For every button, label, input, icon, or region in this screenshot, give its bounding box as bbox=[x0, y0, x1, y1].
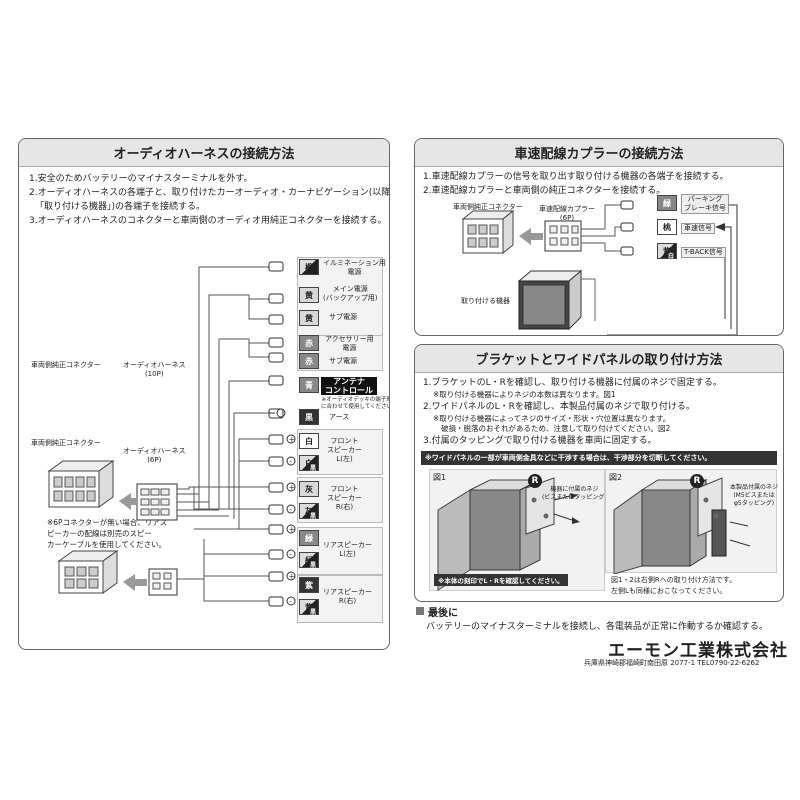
antenna-note: ※オーディオデッキの端子形状 に合わせて使用してください。 bbox=[321, 397, 390, 410]
wire-label-main-power: メイン電源 (バックアップ用) bbox=[323, 285, 378, 302]
bracket-panel: ブラケットとワイドパネルの取り付け方法 1.ブラケットのL・Rを確認し、取り付け… bbox=[414, 344, 784, 602]
wire-color-gray: 灰 bbox=[299, 481, 319, 497]
speed-wire-sub-white: 白 bbox=[668, 253, 675, 260]
figure-1-label: 図1 bbox=[433, 473, 447, 482]
6p-note: ※6Pコネクターが無い場合、リアス ピーカーの配線は別売のスピー カーケーブルを… bbox=[47, 518, 168, 549]
wire-label-acc-power: アクセサリー用 電源 bbox=[325, 335, 374, 352]
last-section-marker bbox=[416, 607, 424, 615]
figure-1-drawing bbox=[437, 477, 580, 591]
figure-2-r-mark: R bbox=[690, 474, 704, 488]
svg-text:-: - bbox=[289, 550, 292, 559]
wire-color-purple: 紫 bbox=[299, 577, 319, 593]
audio-step-2a: 2.オーディオハーネスの各端子と、取り付けたカーオーディオ・カーナビゲーション(… bbox=[29, 188, 390, 198]
speed-label-parking: パーキング ブレーキ信号 bbox=[681, 194, 729, 214]
speed-wire-purple-white: 紫 bbox=[657, 243, 677, 259]
wire-sub-black-rear-r: 黒 bbox=[310, 609, 317, 616]
audio-harness-title: オーディオハーネスの接続方法 bbox=[19, 139, 389, 167]
speed-label-speed: 車速信号 bbox=[681, 223, 715, 234]
wire-color-red-1: 赤 bbox=[299, 335, 319, 351]
figure-1: 図1 R 機器に付属のネジ (ビスまたはタッピング) ※本体の刻印でL・Rを確認… bbox=[429, 469, 607, 591]
svg-text:+: + bbox=[289, 572, 296, 581]
figure-1-screw-label: 機器に付属のネジ (ビスまたはタッピング) bbox=[542, 486, 607, 501]
wire-sub-black-rear-l: 黒 bbox=[310, 562, 317, 569]
harness-6p-label: オーディオハーネス (6P) bbox=[123, 447, 186, 464]
audio-harness-panel: オーディオハーネスの接続方法 1.安全のためバッテリーのマイナスターミナルを外す… bbox=[18, 138, 390, 650]
company-name: エーモン工業株式会社 bbox=[608, 641, 788, 661]
speed-coupler-panel: 車速配線カプラーの接続方法 1.車速配線カプラーの信号を取り出す取り付ける機器の… bbox=[414, 138, 784, 336]
wire-label-antenna: アンテナ コントロール bbox=[321, 377, 377, 395]
svg-text:+: + bbox=[289, 525, 296, 534]
figure-2-screw-label: 本製品付属のネジ (M5ビスまたは φ5タッピング) bbox=[730, 484, 779, 507]
audio-step-2b: 「取り付ける機器」)の各端子を接続する。 bbox=[35, 202, 206, 212]
speed-step-2: 2.車速配線カプラーと車両側の純正コネクターを接続する。 bbox=[423, 186, 666, 196]
wire-label-rear-r: リアスピーカー R(右) bbox=[323, 588, 372, 605]
svg-text:-: - bbox=[289, 505, 292, 514]
wire-label-sub-power-2: サブ電源 bbox=[329, 357, 357, 365]
svg-text:-: - bbox=[289, 597, 292, 606]
wire-color-green: 緑 bbox=[299, 530, 319, 546]
harness-10p-label: オーディオハーネス (10P) bbox=[123, 361, 186, 378]
wire-sub-black-front-l: 黒 bbox=[310, 465, 317, 472]
wire-sub-white: 白 bbox=[310, 269, 317, 276]
bracket-step-1-note: ※取り付ける機器によりネジの本数は異なります。図1 bbox=[433, 390, 616, 399]
svg-text:-: - bbox=[289, 457, 292, 466]
wire-label-rear-l: リアスピーカー L(左) bbox=[323, 541, 372, 558]
bracket-warning: ※ワイドパネルの一部が車両側金具などに干渉する場合は、干渉部分を切断してください… bbox=[421, 451, 777, 465]
wire-color-purple-black: 紫 bbox=[299, 599, 319, 615]
speed-coupler-title: 車速配線カプラーの接続方法 bbox=[415, 139, 783, 167]
figure-2: 図2 R 本製品付属のネジ (M5ビスまたは φ5タッピング) bbox=[605, 469, 779, 574]
wire-color-yellow-1: 黄 bbox=[299, 287, 319, 303]
speed-step-1: 1.車速配線カプラーの信号を取り出す取り付ける機器の各端子を接続する。 bbox=[423, 172, 729, 182]
wire-color-gray-black: 灰 bbox=[299, 503, 319, 519]
bracket-step-2-note-2: 破損・脱落のおそれがあるため、注意して取り付けてください。図2 bbox=[441, 424, 671, 433]
vehicle-connector-6p-label: 車両側純正コネクター bbox=[31, 439, 101, 447]
speed-label-tback: T-BACK信号 bbox=[681, 247, 726, 258]
figure-2-caption-1: 図1・2は右側Rへの取り付け方法です。 bbox=[611, 576, 737, 584]
vehicle-connector-10p-label: 車両側純正コネクター bbox=[31, 361, 101, 369]
company-address: 兵庫県神崎郡福崎町南田原 2077-1 TEL0790-22-6262 bbox=[584, 659, 760, 667]
wire-color-orange-white: 橙 bbox=[299, 259, 319, 275]
wire-color-white-black: 白 bbox=[299, 455, 319, 471]
last-section-text: バッテリーのマイナスターミナルを接続し、各電装品が正常に作動するか確認する。 bbox=[426, 622, 768, 632]
wire-label-illumination: イルミネーション用 電源 bbox=[323, 259, 386, 276]
wire-color-green-black: 緑 bbox=[299, 552, 319, 568]
audio-step-1: 1.安全のためバッテリーのマイナスターミナルを外す。 bbox=[29, 174, 253, 184]
speed-vehicle-connector-label: 車両側純正コネクター bbox=[453, 203, 523, 211]
audio-step-3: 3.オーディオハーネスのコネクターと車両側のオーディオ用純正コネクターを接続する… bbox=[29, 216, 387, 226]
figure-1-r-mark: R bbox=[528, 474, 542, 488]
bracket-title: ブラケットとワイドパネルの取り付け方法 bbox=[415, 345, 783, 373]
bracket-step-3: 3.付属のタッピングで取り付ける機器を車両に固定する。 bbox=[423, 436, 657, 446]
wire-label-front-r: フロント スピーカー R(右) bbox=[327, 485, 362, 511]
wire-color-yellow-2: 黄 bbox=[299, 310, 319, 326]
wire-color-black: 黒 bbox=[299, 409, 319, 425]
bracket-step-1: 1.ブラケットのL・Rを確認し、取り付ける機器に付属のネジで固定する。 bbox=[423, 378, 722, 388]
wire-sub-black-front-r: 黒 bbox=[310, 513, 317, 520]
wire-label-front-l: フロント スピーカー L(左) bbox=[327, 437, 362, 463]
wire-color-white: 白 bbox=[299, 433, 319, 449]
last-section-title: 最後に bbox=[428, 608, 458, 619]
speed-coupler-label: 車速配線カプラー (6P) bbox=[539, 205, 595, 222]
wire-label-earth: アース bbox=[329, 413, 350, 421]
speed-wiring-diagram bbox=[461, 200, 738, 335]
bracket-step-2: 2.ワイドパネルのL・Rを確認し、本製品付属のネジで取り付ける。 bbox=[423, 402, 695, 412]
speed-wire-pink: 桃 bbox=[657, 219, 677, 235]
wire-label-sub-power-1: サブ電源 bbox=[329, 313, 357, 321]
speed-wire-green: 緑 bbox=[657, 195, 677, 211]
speed-device-label: 取り付ける機器 bbox=[461, 297, 510, 305]
svg-text:+: + bbox=[289, 483, 296, 492]
svg-text:+: + bbox=[289, 435, 296, 444]
figure-2-caption-2: 左側Lも同様におこなってください。 bbox=[611, 587, 727, 595]
figure-1-caption: ※本体の刻印でL・Rを確認してください。 bbox=[434, 574, 568, 586]
figure-2-label: 図2 bbox=[609, 473, 623, 482]
audio-wiring-diagram: + - + - + - + - bbox=[47, 261, 296, 607]
wire-color-red-2: 赤 bbox=[299, 353, 319, 369]
bracket-step-2-note-1: ※取り付ける機器によってネジのサイズ・形状・穴位置は異なります。 bbox=[433, 414, 671, 423]
wire-color-blue: 青 bbox=[299, 377, 319, 393]
